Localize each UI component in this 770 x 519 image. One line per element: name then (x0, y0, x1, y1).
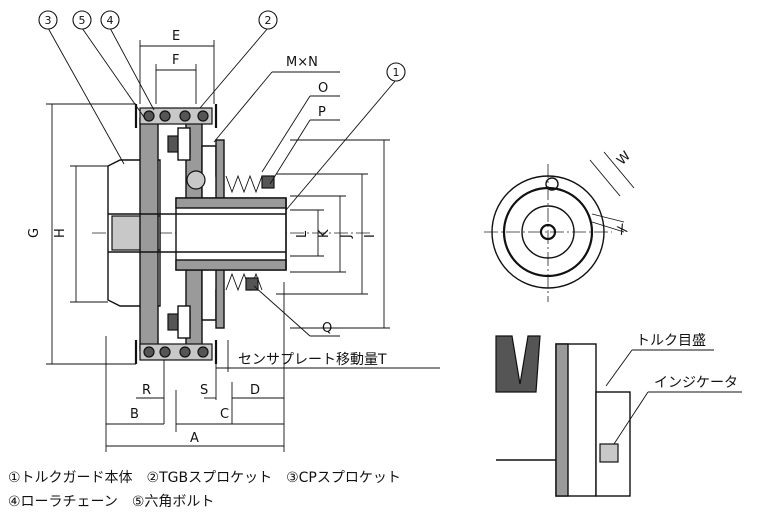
dim-b-label: B (130, 407, 139, 422)
dim-d-label: D (250, 383, 260, 398)
legend-line-2: ④ローラチェーン ⑤六角ボルト (8, 494, 214, 510)
detail-body-shade (555, 343, 569, 497)
steel-ball (186, 170, 206, 190)
front-hub-ring (521, 205, 575, 259)
callouts: 3 5 4 2 1 (38, 10, 406, 82)
hub-sleeve (175, 197, 287, 209)
hub-sleeve-lower (175, 259, 287, 271)
dim-r-label: R (142, 383, 151, 398)
dim-c-label: C (220, 407, 229, 422)
callout-4: 4 (100, 10, 120, 30)
dim-a-label: A (190, 431, 199, 446)
svg-text:5: 5 (79, 14, 86, 27)
dim-f-label: F (172, 53, 179, 68)
svg-text:4: 4 (107, 14, 114, 27)
callout-2: 2 (258, 10, 278, 30)
front-outer-ring (491, 175, 605, 289)
roller-chain-top (134, 104, 218, 128)
indicator-label: インジケータ (654, 375, 738, 391)
dim-e-label: E (172, 29, 180, 44)
detail-sprocket-teeth (495, 335, 541, 393)
legend-line-1: ①トルクガード本体 ②TGBスプロケット ③CPスプロケット (8, 470, 401, 486)
dim-mxn-label: M×N (286, 55, 318, 70)
sensor-plate-travel-label: センサプレート移動量T (238, 352, 387, 368)
dimension-labels: E F M×N O P G H L K J I Q R S D B C A セン… (27, 29, 387, 446)
indicator-window (599, 443, 619, 463)
main-sectional-view (92, 104, 372, 364)
dimension-lines (46, 27, 440, 452)
hub-shaft (175, 197, 287, 271)
dim-p-label: P (318, 105, 326, 120)
front-bore (539, 223, 557, 241)
callout-1: 1 (386, 62, 406, 82)
dim-x-label: X (615, 221, 630, 238)
torque-scale-label: トルク目盛 (636, 333, 706, 349)
front-top-bolt (545, 177, 559, 191)
svg-text:2: 2 (265, 14, 272, 27)
callout-5: 5 (72, 10, 92, 30)
cp-sprocket-plate (139, 117, 159, 351)
dim-o-label: O (318, 81, 328, 96)
svg-text:3: 3 (45, 14, 52, 27)
dim-j-label: J (339, 234, 354, 239)
dim-k-label: K (317, 229, 332, 238)
callout-3: 3 (38, 10, 58, 30)
indicator-detail-view: トルク目盛 インジケータ (495, 333, 742, 497)
disc-spring-bottom (225, 272, 263, 292)
dim-h-label: H (53, 228, 68, 238)
roller-chain-bottom (134, 340, 218, 364)
dim-i-label: I (363, 234, 378, 238)
dim-w-label: W (614, 149, 634, 169)
svg-text:1: 1 (393, 66, 400, 79)
hex-bolt-top (167, 127, 191, 161)
hex-bolt-bottom (167, 305, 191, 339)
dim-q-label: Q (322, 321, 332, 336)
dim-l-label: L (295, 230, 310, 238)
dim-s-label: S (200, 383, 208, 398)
disc-spring-top (225, 174, 275, 194)
front-view: W X (484, 149, 635, 302)
parts-legend: ①トルクガード本体 ②TGBスプロケット ③CPスプロケット ④ローラチェーン … (8, 470, 401, 510)
dim-g-label: G (27, 228, 42, 238)
